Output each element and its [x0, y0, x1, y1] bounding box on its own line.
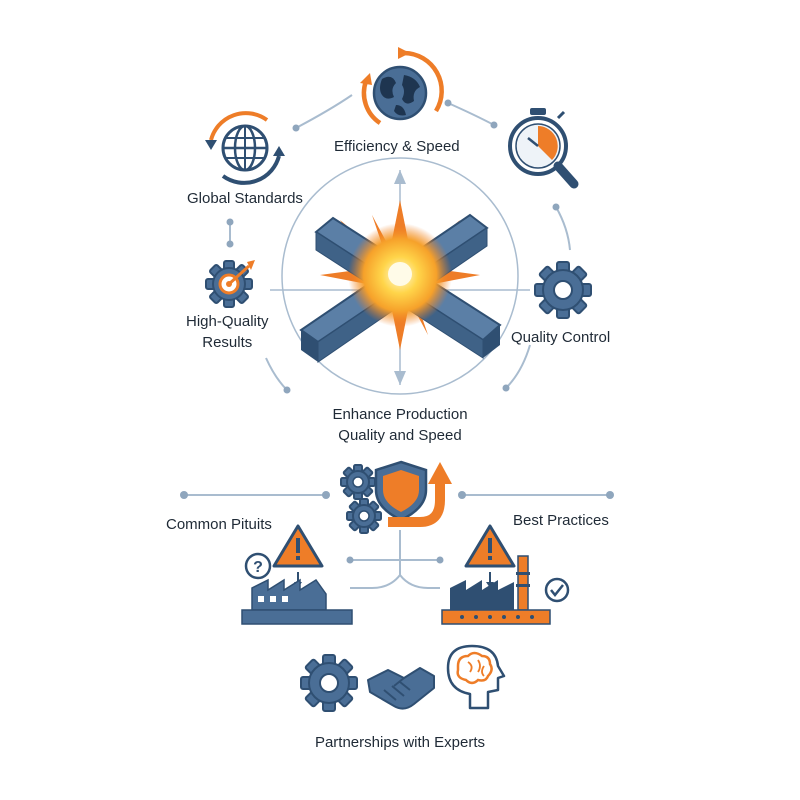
shield-icon — [374, 460, 428, 522]
crossed-beams-impact-icon — [299, 200, 502, 363]
quality-control-label: Quality Control — [511, 329, 611, 346]
globe-cycle-icon — [205, 111, 285, 185]
high-quality-results-label: High-Quality Results — [186, 313, 269, 351]
warning-icon — [464, 524, 516, 568]
best-practices-label: Best Practices — [513, 512, 609, 529]
svg-text:?: ? — [253, 559, 263, 576]
question-icon: ? — [244, 552, 272, 580]
bottom-connectors — [180, 491, 614, 589]
gear-target-icon — [205, 260, 255, 308]
handshake-icon — [367, 667, 435, 710]
best-practices-factory-group — [441, 524, 570, 625]
warning-icon — [272, 524, 324, 568]
check-icon — [544, 577, 570, 603]
center-title: Enhance Production Quality and Speed — [332, 406, 468, 444]
factory-icon — [441, 555, 551, 625]
world-globe-icon — [360, 47, 444, 125]
brain-head-icon — [446, 644, 506, 710]
efficiency-speed-label: Efficiency & Speed — [334, 138, 460, 155]
gears-icon — [340, 464, 382, 534]
cycle-connector-arcs — [226, 94, 571, 394]
up-arrow-icon — [388, 462, 452, 527]
stopwatch-magnifier-icon — [508, 108, 579, 189]
quality-control-gear-icon — [534, 261, 592, 319]
factory-icon — [241, 578, 353, 625]
partnership-gear-icon — [300, 654, 358, 712]
common-pitfalls-label: Common Pituits — [166, 516, 272, 533]
global-standards-label: Global Standards — [187, 190, 303, 207]
common-pitfalls-factory-group: ? — [241, 524, 353, 625]
partnerships-label: Partnerships with Experts — [314, 734, 486, 751]
